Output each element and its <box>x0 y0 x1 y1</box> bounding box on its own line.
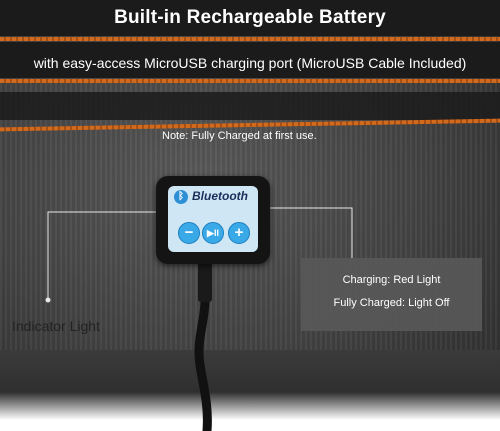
volume-up-button[interactable]: + <box>228 222 250 244</box>
volume-down-button[interactable]: − <box>178 222 200 244</box>
bluetooth-control-module: ᛒ Bluetooth − ▶II + <box>156 176 270 264</box>
bluetooth-brand-text: Bluetooth <box>192 189 248 203</box>
orange-stripe-2 <box>0 79 500 83</box>
usb-cable <box>194 259 212 431</box>
charging-text: Charging: Red Light <box>342 274 441 286</box>
bluetooth-panel: ᛒ Bluetooth − ▶II + <box>168 186 258 252</box>
beanie-bottom-edge <box>0 350 500 420</box>
bluetooth-icon: ᛒ <box>174 190 188 204</box>
fully-charged-text: Fully Charged: Light Off <box>333 297 450 309</box>
black-stripe-middle <box>0 42 500 78</box>
subline: with easy-access MicroUSB charging port … <box>33 55 467 71</box>
orange-stripe-1 <box>0 37 500 41</box>
black-stripe-lower <box>0 92 500 120</box>
charge-note: Note: Fully Charged at first use. <box>162 130 317 142</box>
indicator-light-label: Indicator Light <box>12 318 100 334</box>
charging-status-callout: Charging: Red Light Fully Charged: Light… <box>301 258 482 331</box>
indicator-pointer-dot <box>45 297 51 303</box>
headline: Built-in Rechargeable Battery <box>114 7 386 28</box>
play-pause-button[interactable]: ▶II <box>202 222 224 244</box>
usb-plug <box>198 262 212 302</box>
black-stripe-top <box>0 0 500 36</box>
